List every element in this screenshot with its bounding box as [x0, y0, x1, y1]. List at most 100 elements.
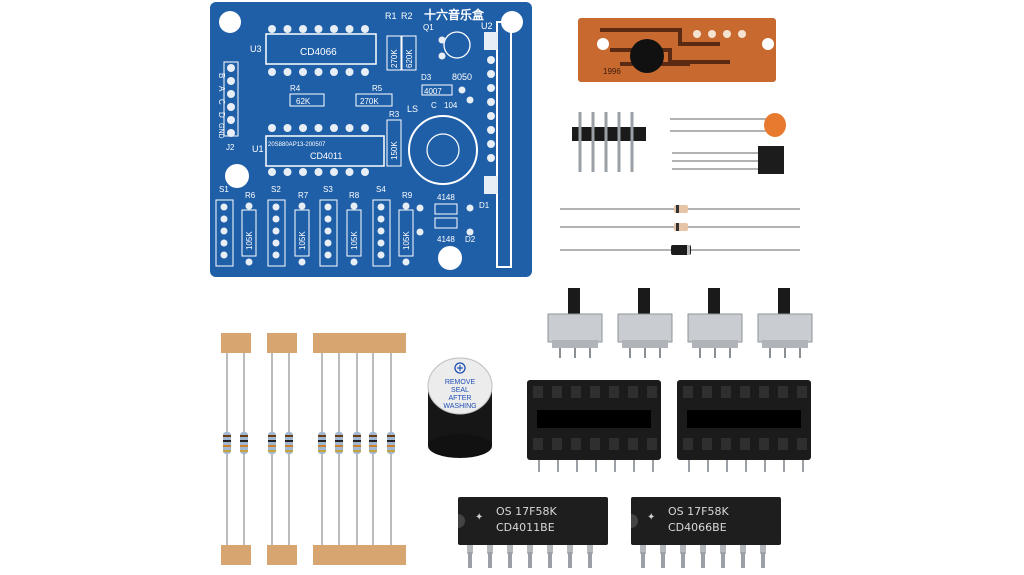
slide-switch-2 [617, 288, 673, 358]
ic-leg [761, 552, 765, 568]
r4-label: R4 [290, 84, 301, 93]
ic-leg [740, 544, 746, 554]
d1-value: 4148 [437, 193, 455, 202]
pin-header [572, 112, 646, 172]
pcb-pad [487, 140, 495, 148]
pcb-pad [283, 25, 292, 33]
r3-label: R3 [389, 110, 400, 119]
buzzer-sticker-line-2: SEAL [451, 387, 469, 394]
pcb-pad [227, 116, 235, 124]
pcb-pad [324, 215, 332, 223]
pcb-pad [466, 228, 474, 236]
r5-value: 270K [360, 97, 379, 106]
slide-switch-3 [687, 288, 743, 358]
ic-leg [641, 552, 645, 568]
transistor-8050 [672, 146, 784, 174]
pcb-pad [330, 25, 338, 33]
r2-label: R2 [401, 11, 413, 21]
pcb-pad [345, 168, 354, 176]
pcb-pad [487, 112, 495, 120]
pcb-pad [220, 227, 228, 235]
pcb-pad [272, 251, 280, 259]
ic-socket-1 [527, 380, 661, 472]
pcb-pad [377, 239, 385, 247]
q1-value: 8050 [452, 72, 472, 82]
pcb-pad [299, 168, 307, 176]
r2-value: 620K [405, 49, 414, 68]
pcb-pad [345, 68, 354, 76]
resistor-4 [285, 353, 293, 545]
pcb-pads [220, 25, 495, 266]
pcb-pad [268, 124, 276, 132]
pcb-pad [377, 227, 385, 235]
ic-leg [660, 544, 666, 554]
pcb-pad [438, 36, 446, 44]
resistor-9 [387, 353, 395, 545]
tape-strip [221, 333, 251, 353]
buzzer: REMOVE SEAL AFTER WASHING [427, 357, 493, 458]
tape-strip [221, 545, 251, 565]
ic-leg [588, 552, 592, 568]
buzzer-sticker-line-3: AFTER [449, 395, 472, 402]
c-value: 104 [444, 101, 458, 110]
ic-cd4066be: OS 17F58K CD4066BE ✦ [631, 497, 781, 568]
pcb-pad [361, 124, 369, 132]
ic-leg [720, 544, 726, 554]
pcb-pad [314, 68, 323, 76]
pin-d-label: D [217, 112, 226, 118]
pcb-pad [245, 258, 253, 266]
ic-leg [467, 544, 473, 554]
resistor-6 [335, 353, 343, 545]
ic-left-line2: CD4011BE [496, 521, 555, 534]
r9-label: R9 [402, 191, 413, 200]
s2-label: S2 [271, 185, 281, 194]
pcb-pad [220, 239, 228, 247]
ic-leg [661, 552, 665, 568]
pin-a-label: A [217, 86, 226, 92]
pcb-pad [330, 68, 338, 76]
pcb-pad [487, 70, 495, 78]
resistor-3 [268, 353, 276, 545]
pcb-pad [298, 202, 306, 210]
ic-right-line2: CD4066BE [668, 521, 727, 534]
ls-label: LS [407, 104, 418, 114]
r7-value: 105K [298, 231, 307, 250]
pcb-pad [487, 56, 495, 64]
ic-leg [507, 544, 513, 554]
pcb-pad [330, 168, 338, 176]
u3-chip-label: CD4066 [300, 47, 337, 58]
pcb-pad [299, 124, 307, 132]
buzzer-sticker-line-4: WASHING [443, 403, 476, 410]
pcb-pad [466, 96, 474, 104]
resistor-1 [223, 353, 231, 545]
slide-switch-4 [757, 288, 813, 358]
pcb-pad [345, 124, 354, 132]
pcb-pad [227, 90, 235, 98]
pcb-pad [324, 239, 332, 247]
ic-leg [640, 544, 646, 554]
d1-label: D1 [479, 201, 490, 210]
ic-leg [568, 552, 572, 568]
r4-value: 62K [296, 97, 311, 106]
resistor-2 [240, 353, 248, 545]
pcb-pad [245, 202, 253, 210]
ceramic-capacitor [670, 113, 786, 137]
tape-strip [267, 545, 297, 565]
pcb-pad [268, 68, 276, 76]
slide-switches [547, 288, 813, 358]
d3-value: 4007 [424, 87, 442, 96]
pcb-pad [487, 154, 495, 162]
s4-label: S4 [376, 185, 386, 194]
pin-c-label: C [217, 99, 226, 105]
ic-leg [680, 544, 686, 554]
pcb-pad [466, 204, 474, 212]
ic-leg [488, 552, 492, 568]
pcb-pad [220, 251, 228, 259]
pcb-pad [227, 103, 235, 111]
pcb-pad [458, 86, 466, 94]
pcb-pad [314, 168, 323, 176]
pcb-pad [377, 203, 385, 211]
r6-value: 105K [245, 231, 254, 250]
pcb-pad [268, 168, 276, 176]
